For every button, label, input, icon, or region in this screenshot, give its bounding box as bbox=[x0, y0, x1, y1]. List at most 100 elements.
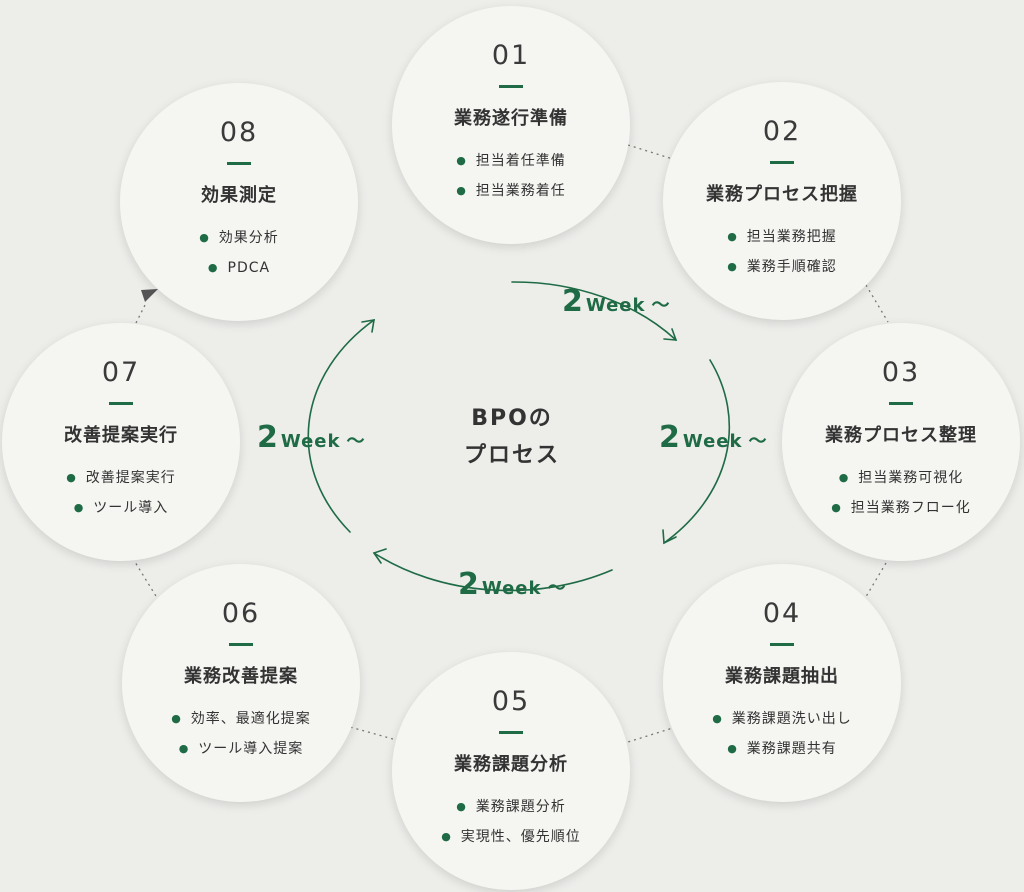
step-02: 02 業務プロセス把握 ●担当業務把握 ●業務手順確認 bbox=[663, 82, 901, 320]
list-item: ● 担当業務把握 bbox=[727, 222, 837, 252]
step-item-text: 業務課題共有 bbox=[746, 741, 837, 757]
triangle-arrow-icon bbox=[141, 289, 158, 302]
step-items: ●効果分析 ● PDCA bbox=[120, 223, 358, 283]
step-number: 04 bbox=[762, 598, 802, 629]
bullet-dot-icon: ● bbox=[456, 184, 467, 197]
bullet-dot-icon: ● bbox=[66, 471, 77, 484]
list-item: ●効率、最適化提案 bbox=[171, 704, 311, 734]
duration-number: 2 bbox=[458, 567, 479, 602]
bullet-dot-icon: ● bbox=[171, 712, 182, 725]
bullet-dot-icon: ● bbox=[727, 260, 738, 273]
bullet-dot-icon: ● bbox=[199, 231, 210, 244]
bullet-dot-icon: ● bbox=[73, 501, 85, 514]
step-number: 03 bbox=[881, 357, 921, 388]
step-divider bbox=[109, 402, 133, 405]
step-item-text: 業務手順確認 bbox=[746, 259, 837, 275]
duration-number: 2 bbox=[659, 420, 680, 455]
list-item: ●実現性、優先順位 bbox=[441, 822, 581, 852]
step-items: ●効率、最適化提案 ●ツール導入提案 bbox=[122, 704, 360, 764]
list-item: ● PDCA bbox=[208, 253, 270, 283]
cycle-arc-right bbox=[663, 359, 731, 544]
bullet-dot-icon: ● bbox=[727, 230, 738, 243]
arrow-head-icon bbox=[662, 529, 677, 545]
list-item: ●ツール導入提案 bbox=[179, 734, 304, 764]
bullet-dot-icon: ● bbox=[727, 742, 738, 755]
bullet-dot-icon: ● bbox=[712, 712, 723, 725]
step-item-text: ツール導入提案 bbox=[198, 741, 304, 757]
list-item: ● 担当着任準備 bbox=[456, 146, 566, 176]
step-item-text: 担当業務着任 bbox=[475, 183, 566, 199]
list-item: ● 改善提案実行 bbox=[66, 463, 176, 493]
connector-07-08 bbox=[135, 302, 147, 324]
step-divider bbox=[770, 643, 794, 646]
step-title: 業務課題分析 bbox=[454, 754, 568, 775]
step-title: 改善提案実行 bbox=[64, 425, 178, 446]
duration-unit: Week bbox=[585, 295, 646, 316]
step-03: 03 業務プロセス整理 ●担当業務可視化 ●担当業務フロー化 bbox=[782, 323, 1020, 561]
list-item: ● 業務手順確認 bbox=[727, 252, 837, 282]
step-title: 業務プロセス整理 bbox=[825, 425, 977, 446]
step-number: 06 bbox=[221, 598, 261, 629]
step-06: 06 業務改善提案 ●効率、最適化提案 ●ツール導入提案 bbox=[122, 564, 360, 802]
step-items: ● 業務課題洗い出し ● 業務課題共有 bbox=[663, 704, 901, 764]
step-title: 業務改善提案 bbox=[184, 666, 298, 687]
list-item: ● 担当業務着任 bbox=[456, 176, 566, 206]
list-item: ●業務課題分析 bbox=[456, 792, 566, 822]
step-title: 業務プロセス把握 bbox=[706, 184, 858, 205]
duration-tilde: 〜 bbox=[651, 295, 670, 316]
step-items: ● 改善提案実行 ● ツール導入 bbox=[2, 463, 240, 523]
center-title-line1: BPOの bbox=[471, 406, 553, 431]
list-item: ● 業務課題共有 bbox=[727, 734, 837, 764]
step-07: 07 改善提案実行 ● 改善提案実行 ● ツール導入 bbox=[2, 323, 240, 561]
step-divider bbox=[499, 731, 523, 734]
step-item-text: 改善提案実行 bbox=[85, 470, 176, 486]
step-items: ● 担当着任準備 ● 担当業務着任 bbox=[392, 146, 630, 206]
step-item-text: 担当着任準備 bbox=[475, 153, 566, 169]
duration-tilde: 〜 bbox=[346, 431, 365, 452]
bullet-dot-icon: ● bbox=[838, 471, 850, 484]
connector-04-05 bbox=[627, 726, 677, 743]
arrow-head-icon bbox=[372, 548, 387, 564]
list-item: ●効果分析 bbox=[199, 223, 279, 253]
duration-tilde: 〜 bbox=[547, 578, 566, 599]
step-title: 業務遂行準備 bbox=[454, 108, 568, 129]
step-item-text: ツール導入 bbox=[93, 500, 169, 516]
step-items: ●担当業務可視化 ●担当業務フロー化 bbox=[782, 463, 1020, 523]
step-number: 05 bbox=[491, 686, 531, 717]
step-title: 効果測定 bbox=[201, 185, 277, 206]
list-item: ● 担当業務フロー化 bbox=[831, 493, 971, 523]
duration-unit: Week bbox=[280, 431, 341, 452]
step-divider bbox=[227, 162, 251, 165]
step-number: 01 bbox=[491, 40, 531, 71]
step-item-text: 担当業務フロー化 bbox=[850, 500, 971, 516]
bullet-dot-icon: ● bbox=[456, 154, 467, 167]
duration-number: 2 bbox=[257, 420, 278, 455]
step-item-text: PDCA bbox=[227, 260, 271, 276]
bullet-dot-icon: ● bbox=[831, 501, 842, 514]
bullet-dot-icon: ● bbox=[207, 261, 219, 274]
step-number: 08 bbox=[219, 117, 259, 148]
step-title: 業務課題抽出 bbox=[725, 666, 839, 687]
cycle-arc-left bbox=[307, 319, 375, 533]
cycle-arc-top-right bbox=[511, 281, 677, 341]
bullet-dot-icon: ● bbox=[456, 800, 467, 813]
step-divider bbox=[770, 161, 794, 164]
duration-unit: Week bbox=[481, 578, 542, 599]
connector-02-03 bbox=[865, 284, 889, 323]
step-01: 01 業務遂行準備 ● 担当着任準備 ● 担当業務着任 bbox=[392, 6, 630, 244]
duration-number: 2 bbox=[562, 284, 583, 319]
step-08: 08 効果測定 ●効果分析 ● PDCA bbox=[120, 83, 358, 321]
center-title: BPOの プロセス bbox=[412, 400, 612, 474]
arrow-head-icon bbox=[663, 328, 678, 341]
step-divider bbox=[889, 402, 913, 405]
list-item: ● 業務課題洗い出し bbox=[712, 704, 852, 734]
duration-unit: Week bbox=[682, 431, 743, 452]
step-number: 07 bbox=[101, 357, 141, 388]
step-item-text: 業務課題洗い出し bbox=[731, 711, 852, 727]
step-item-text: 担当業務把握 bbox=[746, 229, 837, 245]
arrow-head-icon bbox=[361, 319, 375, 333]
